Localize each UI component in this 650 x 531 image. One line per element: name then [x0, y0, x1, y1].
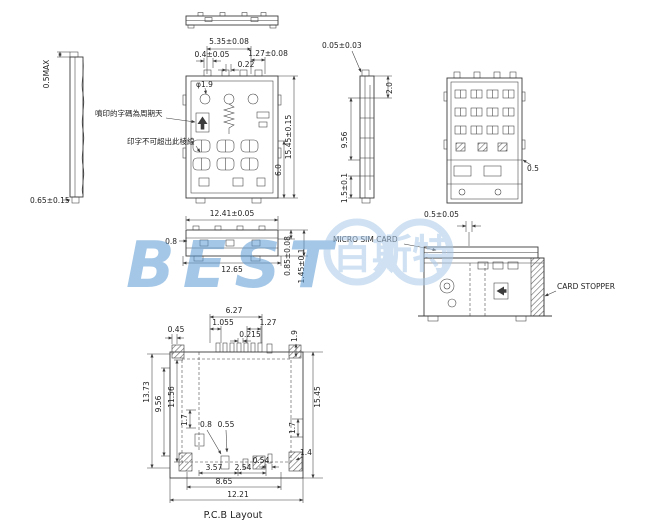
front-view-dimensions: 5.35±0.08 0.4±0.05 0.22 1.27±0.08 φ1.9 1…: [95, 37, 298, 199]
card-stopper-block: [530, 257, 545, 317]
dim-0-45: 0.45: [168, 325, 185, 334]
watermark: 百斯特 BEST: [126, 218, 454, 303]
rear-detail-view: 0.5: [443, 71, 539, 204]
dim-phi-1-9: φ1.9: [196, 80, 213, 89]
pcb-title: P.C.B Layout: [204, 510, 263, 521]
dim-1-5: 1.5±0.1: [340, 173, 349, 203]
dim-8-65: 8.65: [216, 477, 233, 486]
pcb-pad: [288, 451, 303, 472]
dim-9-56-pcb: 9.56: [154, 395, 163, 412]
front-view-outline: [185, 75, 279, 199]
dim-1-055: 1.055: [212, 318, 234, 327]
pcb-pad: [288, 344, 302, 359]
dim-1-27-pcb: 1.27: [260, 318, 277, 327]
label-card-stopper: CARD STOPPER: [557, 282, 615, 291]
bottom-strip-view: 12.41±0.05 0.8 12.65 0.85±0.08 1.45±0.1: [165, 209, 308, 283]
note-print-code: 噴印的字碼為周期天: [95, 108, 163, 118]
dim-0-5-section: 0.5±0.05: [424, 210, 459, 219]
dim-0-54: 0.54: [253, 456, 270, 465]
dim-0-8-bottom: 0.8: [165, 237, 177, 246]
label-micro-sim-card: MICRO SIM CARD: [333, 235, 398, 244]
pcb-pad: [171, 344, 185, 359]
watermark-brand: BEST: [126, 229, 340, 303]
dim-2-0: 2.0: [385, 82, 394, 94]
watermark-cjk: 百斯特: [332, 232, 452, 278]
front-view: [182, 69, 282, 204]
dim-0-65: 0.65±0.15: [30, 196, 70, 205]
dim-1-27: 1.27±0.08: [248, 49, 288, 58]
dim-1-9: 1.9: [290, 330, 299, 342]
dim-0-55: 0.55: [218, 420, 235, 429]
dim-0-5-rear: 0.5: [527, 164, 539, 173]
pcb-pad: [252, 455, 266, 470]
dim-1-7-left: 1.7: [180, 414, 189, 426]
dim-2-54: 2.54: [235, 463, 252, 472]
dim-0-5max: 0.5MAX: [42, 60, 51, 89]
dim-3-57: 3.57: [206, 463, 223, 472]
dim-0-215: 0.215: [239, 330, 261, 339]
dim-12-21: 12.21: [227, 490, 249, 499]
dim-1-4: 1.4: [300, 448, 312, 457]
dim-13-73: 13.73: [142, 381, 151, 403]
dim-0-05: 0.05±0.03: [322, 41, 362, 50]
pcb-layout-view: 0.45 6.27 1.055 0.215 1.27 1.9 13.73 9.5…: [142, 306, 323, 521]
dim-1-45: 1.45±0.1: [297, 248, 306, 283]
insert-direction-arrow-icon: [496, 286, 507, 296]
dim-6-27: 6.27: [226, 306, 243, 315]
dim-15-45-pcb: 15.45: [313, 386, 322, 408]
dim-12-41: 12.41±0.05: [210, 209, 255, 218]
dim-0-4: 0.4±0.05: [195, 50, 230, 59]
pcb-outline: [169, 351, 304, 479]
dim-5-35: 5.35±0.08: [209, 37, 249, 46]
left-side-view: 0.5MAX 0.65±0.15: [30, 51, 85, 205]
detect-spring: [223, 103, 235, 134]
right-strip-view: 0.05±0.03 2.0 9.56 1.5±0.1: [322, 41, 394, 204]
dim-1-7-right: 1.7: [288, 422, 297, 434]
dim-0-8-pcb: 0.8: [200, 420, 212, 429]
dim-6-0: 6.0: [274, 164, 283, 176]
dim-0-22: 0.22: [238, 60, 255, 69]
dim-15-45: 15.45±0.15: [284, 115, 293, 160]
watermark-logo-ring: [386, 218, 454, 286]
section-view: MICRO SIM CARD CARD STOPPER 0.5±0.05: [333, 210, 615, 322]
note-print-limit: 印字不可超出此棱線: [127, 136, 195, 146]
side-view-outline: [69, 56, 84, 198]
print-direction-arrow-icon: [197, 116, 208, 130]
top-strip-view: [185, 12, 279, 29]
dim-12-65: 12.65: [221, 265, 243, 274]
dim-9-56: 9.56: [340, 131, 349, 148]
dim-11-56: 11.56: [167, 386, 176, 408]
